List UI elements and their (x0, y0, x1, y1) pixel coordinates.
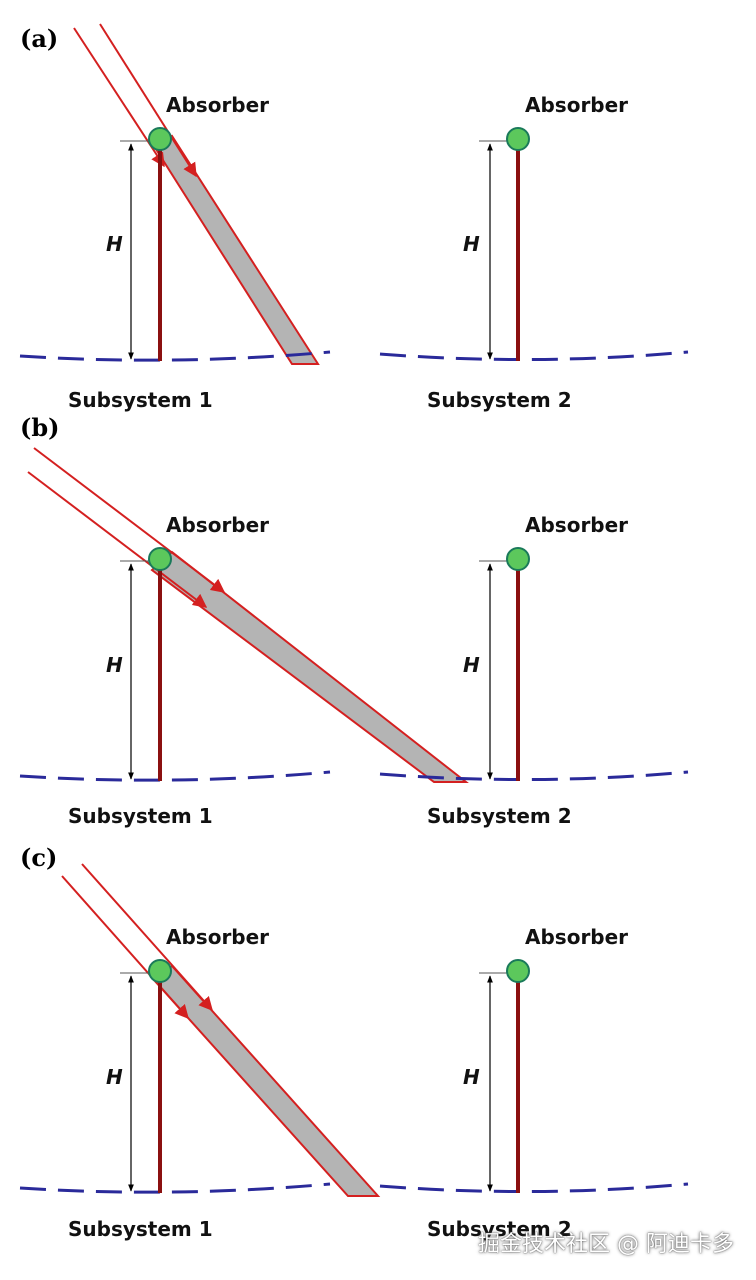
reflected-beam (150, 550, 469, 783)
absorber (506, 959, 530, 983)
incident-ray (99, 23, 197, 178)
reflected-beam (152, 134, 320, 365)
absorber (148, 959, 172, 983)
absorber (148, 547, 172, 571)
height-label: H (463, 232, 480, 256)
subsystem-label: Subsystem 2 (427, 1217, 572, 1241)
absorber-label: Absorber (166, 93, 269, 117)
heliostat-field (379, 350, 689, 362)
reflected-beam (152, 964, 381, 1197)
subsystem-label: Subsystem 1 (68, 804, 213, 828)
height-label: H (106, 232, 123, 256)
absorber (506, 547, 530, 571)
panel-letter: (b) (20, 413, 60, 442)
panel-letter: (a) (20, 24, 58, 53)
incident-ray (61, 875, 189, 1020)
panel-letter: (c) (20, 843, 57, 872)
incident-ray (27, 471, 208, 608)
panel-c: (c) H Absorber Subsystem 1 H Absorber Su… (19, 843, 689, 1241)
height-label: H (106, 653, 123, 677)
watermark: 掘金技术社区 @ 阿迪卡多 (478, 1232, 734, 1257)
subsystem-label: Subsystem 1 (68, 388, 213, 412)
absorber-label: Absorber (525, 93, 628, 117)
subsystem-label: Subsystem 1 (68, 1217, 213, 1241)
absorber (148, 127, 172, 151)
panel-a: (a) H Absorber Subsystem 1 H Absorber Su… (19, 23, 689, 412)
incident-ray (81, 863, 213, 1012)
heliostat-field (379, 770, 689, 782)
absorber-label: Absorber (525, 513, 628, 537)
absorber-label: Absorber (525, 925, 628, 949)
height-label: H (463, 653, 480, 677)
subsystem-label: Subsystem 2 (427, 388, 572, 412)
incident-ray (33, 447, 226, 593)
absorber-label: Absorber (166, 513, 269, 537)
heliostat-field (379, 1182, 689, 1194)
heliostat-field (19, 770, 331, 782)
panel-b: (b) H Absorber Subsystem 1 H Absorber Su… (19, 413, 689, 828)
heliostat-field (19, 1182, 331, 1194)
absorber-label: Absorber (166, 925, 269, 949)
heliostat-field (19, 350, 331, 362)
height-label: H (463, 1065, 480, 1089)
subsystem-label: Subsystem 2 (427, 804, 572, 828)
height-label: H (106, 1065, 123, 1089)
absorber (506, 127, 530, 151)
